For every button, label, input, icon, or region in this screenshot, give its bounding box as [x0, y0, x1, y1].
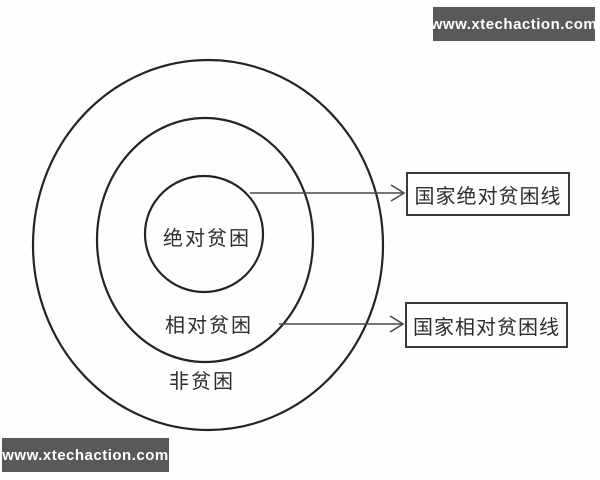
relative-poverty-line-box: 国家相对贫困线 [405, 302, 568, 348]
absolute-poverty-line-box: 国家绝对贫困线 [406, 172, 570, 216]
middle-ring-label: 相对贫困 [165, 315, 253, 337]
outer-ring-label: 非贫困 [169, 371, 235, 393]
arrow-to-relative-line [279, 315, 405, 333]
inner-circle [143, 174, 265, 294]
middle-circle [95, 116, 315, 364]
inner-ring-label: 绝对贫困 [163, 228, 251, 250]
arrow-to-absolute-line [250, 184, 406, 202]
watermark-top-right: www.xtechaction.com [431, 7, 597, 41]
watermark-bottom-left: www.xtechaction.com [2, 438, 169, 472]
outer-circle [31, 58, 385, 432]
